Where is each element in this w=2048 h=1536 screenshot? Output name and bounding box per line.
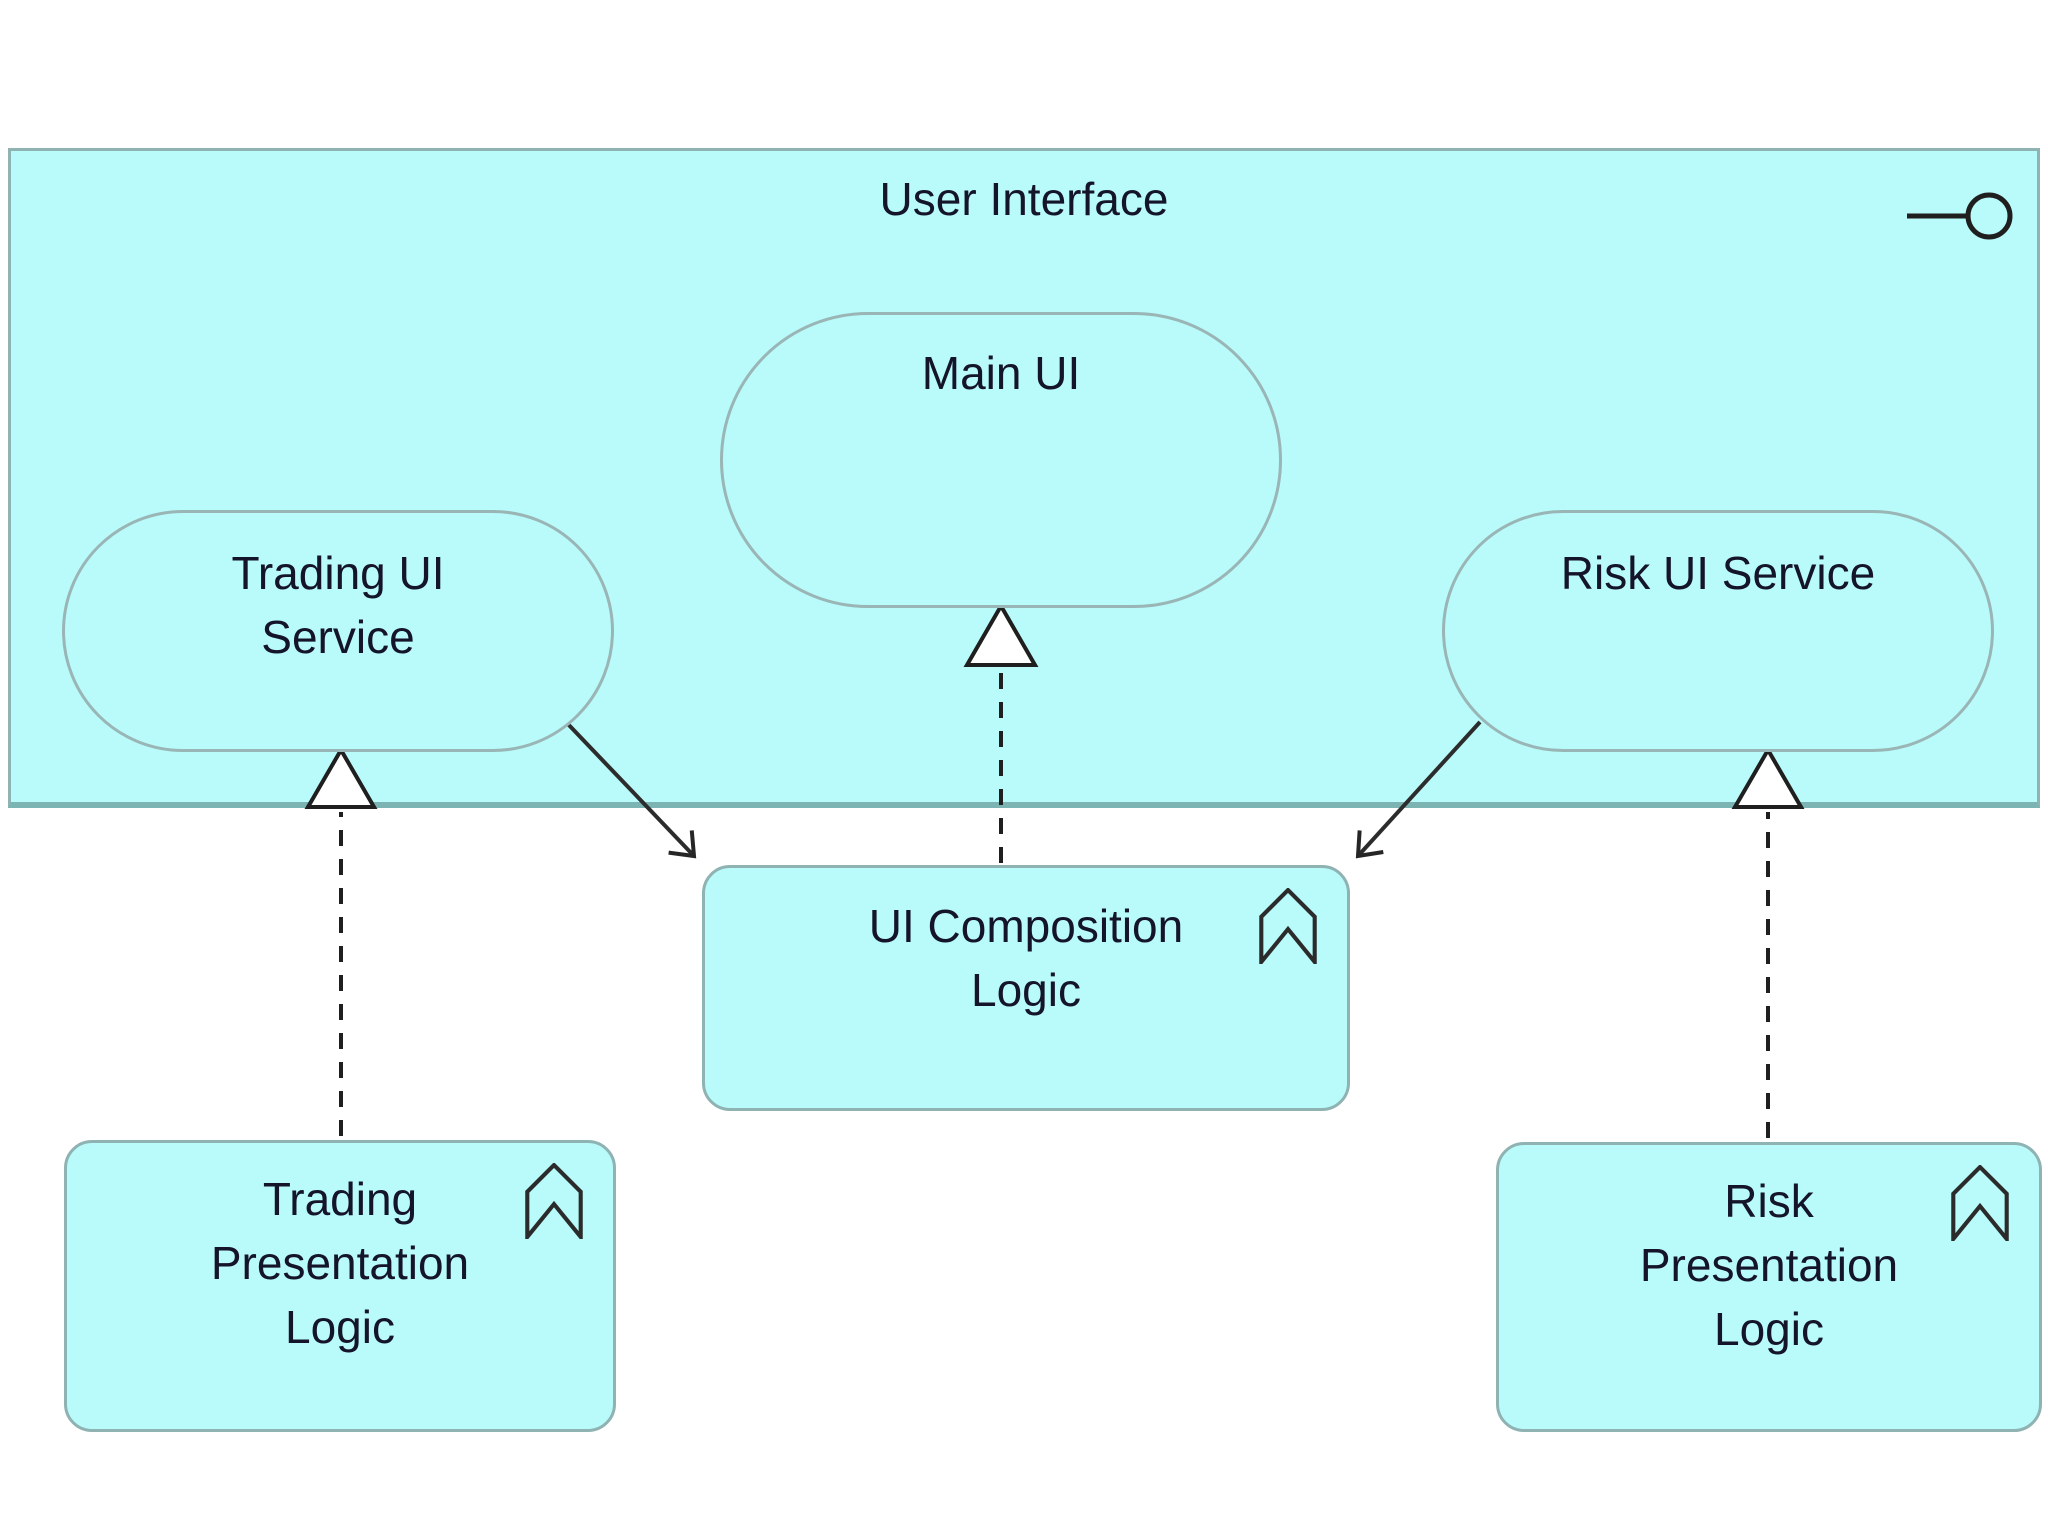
realization-connector-trading-presentation-to-trading-service[interactable] xyxy=(304,746,378,1136)
node-ui-composition-logic[interactable]: UI Composition Logic xyxy=(702,865,1350,1111)
node-main-ui[interactable]: Main UI xyxy=(720,312,1282,608)
node-trading-ui-service-label: Trading UI Service xyxy=(231,547,445,663)
node-ui-composition-logic-label: UI Composition Logic xyxy=(868,900,1184,1016)
realization-connector-ui-composition-to-main-ui[interactable] xyxy=(963,601,1039,863)
node-trading-presentation-logic[interactable]: Trading Presentation Logic xyxy=(64,1140,616,1432)
node-risk-ui-service-label: Risk UI Service xyxy=(1560,547,1876,599)
node-risk-ui-service[interactable]: Risk UI Service xyxy=(1442,510,1994,752)
serving-connector-risk-service-to-ui-composition[interactable] xyxy=(1355,720,1482,859)
serving-connector-trading-service-to-ui-composition[interactable] xyxy=(564,720,697,859)
node-risk-presentation-logic[interactable]: Risk Presentation Logic xyxy=(1496,1142,2042,1432)
node-risk-presentation-logic-label: Risk Presentation Logic xyxy=(1639,1175,1899,1355)
function-chevron-icon xyxy=(1951,1165,2009,1241)
function-chevron-icon xyxy=(1259,888,1317,964)
realization-connector-risk-presentation-to-risk-service[interactable] xyxy=(1731,746,1805,1138)
node-main-ui-label: Main UI xyxy=(921,347,1081,399)
node-trading-ui-service[interactable]: Trading UI Service xyxy=(62,510,614,752)
node-trading-presentation-logic-label: Trading Presentation Logic xyxy=(210,1173,470,1353)
function-chevron-icon xyxy=(525,1163,583,1239)
